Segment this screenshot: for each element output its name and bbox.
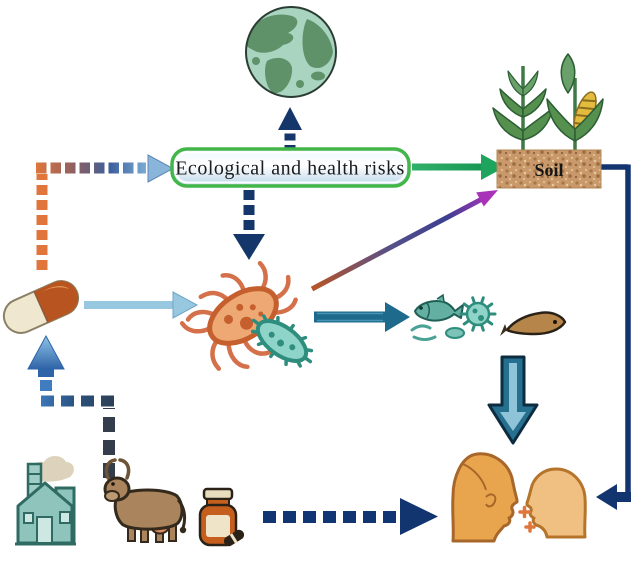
fish-icon xyxy=(414,293,464,322)
globe-icon xyxy=(245,6,337,98)
arrow-risks-to-soil xyxy=(412,154,505,180)
bacteria-icon xyxy=(179,260,314,371)
ecological-health-risks-box: Ecological and health risks xyxy=(170,147,411,188)
arrow-bacteria-to-soil xyxy=(310,190,498,292)
arrow-capsule-to-risks xyxy=(36,154,175,270)
arrow-sources-to-humans xyxy=(263,498,438,535)
human-heads-icon xyxy=(451,452,587,543)
arrow-bacteria-to-aquatic xyxy=(314,302,410,332)
arrow-capsule-to-bacteria xyxy=(84,291,199,319)
arrow-soil-to-humans xyxy=(596,164,631,510)
ecological-health-risks-label: Ecological and health risks xyxy=(175,158,405,180)
medicine-jar-icon xyxy=(198,487,245,547)
factory-icon xyxy=(15,456,76,546)
arrow-sources-to-capsule xyxy=(27,334,115,478)
teal-bacterium-icon xyxy=(250,314,314,368)
soil-label: Soil xyxy=(534,160,563,180)
corn-plants-icon xyxy=(492,53,604,150)
capsule-icon xyxy=(2,280,80,334)
human-head-left-icon xyxy=(451,452,519,543)
pill-icon xyxy=(223,529,245,547)
spiky-microbe-icon xyxy=(459,296,497,332)
orange-bacterium-icon xyxy=(179,260,298,371)
human-head-right-icon xyxy=(525,467,587,539)
germ-particles-icon xyxy=(518,505,536,533)
plankton-icon xyxy=(410,324,465,341)
eel-icon xyxy=(500,311,567,336)
arrow-risks-to-globe xyxy=(278,107,302,152)
aquatic-organisms-icon xyxy=(410,293,567,341)
soil-block: Soil xyxy=(496,149,602,189)
arrow-risks-to-bacteria xyxy=(233,190,265,260)
cow-icon xyxy=(103,458,187,543)
arrow-aquatic-to-humans xyxy=(487,355,539,445)
